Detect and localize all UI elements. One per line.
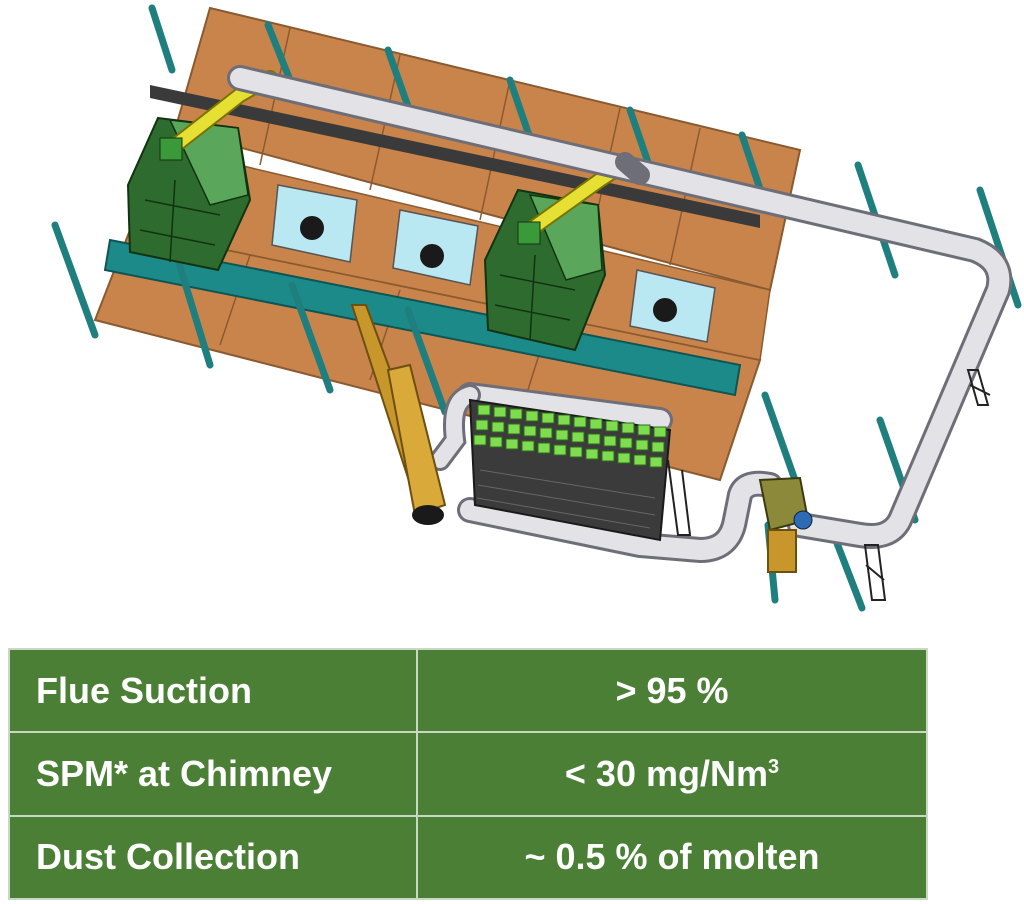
bag-filter-house: [468, 398, 672, 542]
pipe-support-towers: [667, 369, 991, 601]
performance-spec-table: Flue Suction > 95 % SPM* at Chimney < 30…: [8, 647, 928, 901]
furnace-windows: [271, 184, 716, 343]
table-row: SPM* at Chimney < 30 mg/Nm3: [8, 731, 928, 817]
main-exhaust-pipe: [227, 65, 1013, 549]
spec-value-cell: < 30 mg/Nm3: [416, 731, 928, 817]
spec-label: Dust Collection: [8, 814, 418, 901]
spec-label: Flue Suction: [8, 647, 418, 734]
spec-value: ~ 0.5 % of molten: [416, 814, 928, 901]
spec-value: > 95 %: [416, 647, 928, 734]
spec-value: < 30 mg/Nm: [564, 752, 768, 794]
fume-extraction-plant-diagram: [51, 4, 1022, 612]
table-row: Flue Suction > 95 %: [8, 647, 928, 734]
id-fan: [758, 476, 813, 573]
gantry-rail: [150, 85, 760, 228]
table-row: Dust Collection ~ 0.5 % of molten: [8, 814, 928, 901]
chimney-stack: [350, 304, 447, 525]
filter-manifold-pipes: [429, 382, 783, 564]
spec-label: SPM* at Chimney: [8, 731, 418, 817]
spec-value-superscript: 3: [767, 755, 780, 778]
